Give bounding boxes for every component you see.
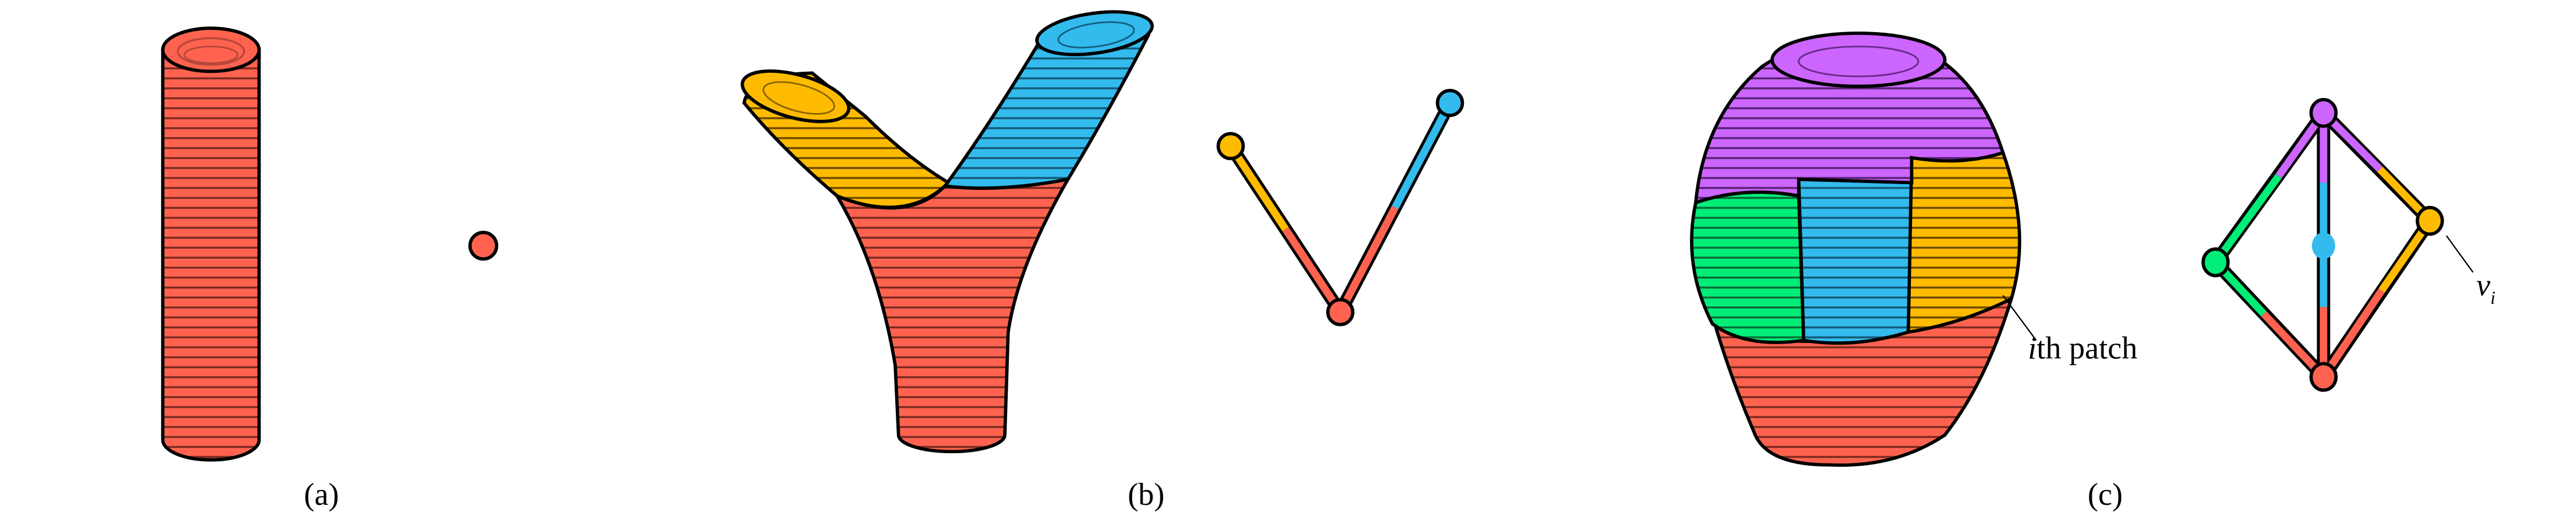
caption-a: (a) xyxy=(304,477,339,512)
graph-node-blue xyxy=(1436,88,1464,118)
panel-a: (a) xyxy=(161,26,499,512)
y-shape-mesh xyxy=(740,10,1154,454)
patch-red xyxy=(833,177,1071,454)
graph-node-red xyxy=(468,231,499,261)
graph-node-purple xyxy=(2309,98,2338,128)
patch-leader-line xyxy=(2002,295,2037,341)
patch-blue xyxy=(1797,177,1914,345)
graph-node-green xyxy=(2201,247,2230,278)
graph-node-red xyxy=(2309,361,2338,392)
graph-node-yellow xyxy=(1217,132,1245,161)
patch-green xyxy=(1690,190,1806,344)
vertex-leader-line xyxy=(2446,235,2474,273)
graph-node-blue xyxy=(2311,232,2336,259)
graph-b xyxy=(1217,88,1464,326)
panel-c: ith patch xyxy=(1690,31,2496,512)
caption-b: (b) xyxy=(1128,477,1164,512)
tube-red xyxy=(161,26,261,462)
patch-yellow xyxy=(1906,151,2022,334)
genus-shape-mesh xyxy=(1690,31,2022,467)
graph-node-red xyxy=(1326,298,1355,326)
vertex-label: vi xyxy=(2476,267,2495,307)
patch-blue xyxy=(942,34,1151,190)
graph-node-yellow xyxy=(2415,205,2444,236)
caption-c: (c) xyxy=(2088,477,2123,512)
graph-c xyxy=(2201,98,2444,392)
panel-b: (b) xyxy=(740,10,1464,512)
patch-label: ith patch xyxy=(2028,330,2138,365)
